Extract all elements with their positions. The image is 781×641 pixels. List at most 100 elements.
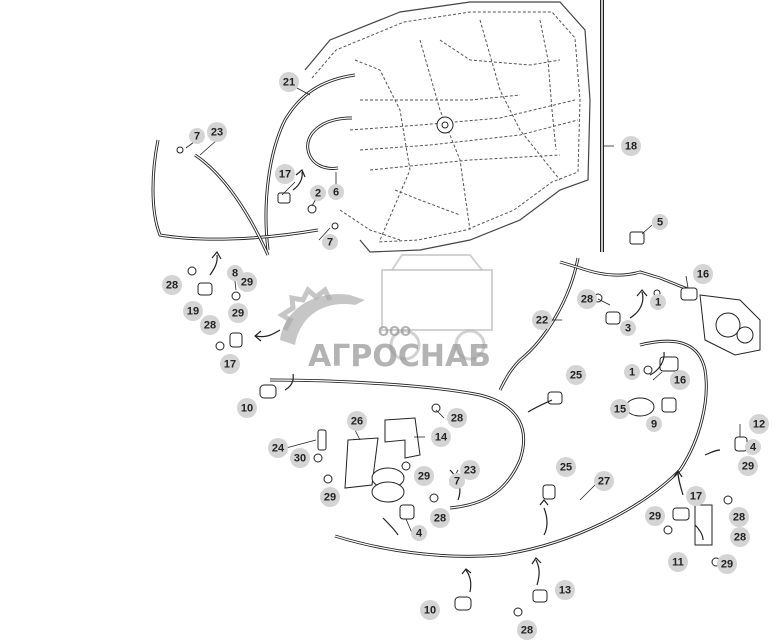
callout-30: 30 bbox=[290, 448, 310, 468]
callout-circle bbox=[577, 289, 597, 309]
callout-circle bbox=[449, 473, 465, 489]
callout-28: 28 bbox=[577, 289, 597, 309]
callout-label: 5 bbox=[657, 217, 663, 229]
callout-label: 12 bbox=[753, 419, 765, 431]
callout-circle bbox=[668, 552, 688, 572]
callout-label: 29 bbox=[324, 492, 336, 504]
callout-circle bbox=[279, 72, 299, 92]
callout-25: 25 bbox=[566, 365, 586, 385]
callout-circle bbox=[555, 580, 575, 600]
callout-label: 1 bbox=[629, 367, 635, 379]
watermark-company-form: ООО bbox=[378, 325, 411, 340]
callout-24: 24 bbox=[268, 438, 288, 458]
callout-circle bbox=[275, 164, 295, 184]
callout-circle bbox=[207, 122, 227, 142]
callout-circle bbox=[517, 620, 537, 640]
callout-label: 26 bbox=[351, 416, 363, 428]
callout-label: 16 bbox=[697, 269, 709, 281]
callout-label: 17 bbox=[279, 169, 291, 181]
callout-circle bbox=[686, 486, 706, 506]
callout-label: 13 bbox=[559, 585, 571, 597]
callout-label: 28 bbox=[733, 512, 745, 524]
callout-label: 23 bbox=[211, 127, 223, 139]
callout-18: 18 bbox=[621, 136, 641, 156]
callout-label: 10 bbox=[241, 403, 253, 415]
callout-label: 29 bbox=[649, 511, 661, 523]
callout-label: 25 bbox=[570, 370, 582, 382]
components bbox=[176, 146, 761, 617]
callout-label: 28 bbox=[734, 532, 746, 544]
callout-circle bbox=[183, 301, 203, 321]
callout-label: 4 bbox=[750, 442, 757, 454]
hose-lines bbox=[151, 73, 708, 558]
callout-label: 27 bbox=[598, 476, 610, 488]
callout-circle bbox=[749, 414, 769, 434]
callout-circle bbox=[414, 466, 434, 486]
callout-label: 28 bbox=[521, 625, 533, 637]
callout-circle bbox=[730, 527, 750, 547]
callout-circle bbox=[652, 214, 668, 230]
callout-label: 10 bbox=[424, 605, 436, 617]
callout-label: 16 bbox=[674, 375, 686, 387]
callout-circle bbox=[322, 234, 338, 250]
callout-label: 19 bbox=[187, 306, 199, 318]
callout-23: 23 bbox=[207, 122, 227, 142]
callout-label: 29 bbox=[232, 308, 244, 320]
callout-circle bbox=[670, 370, 690, 390]
callout-19: 19 bbox=[183, 301, 203, 321]
callout-2: 2 bbox=[310, 185, 326, 201]
callout-14: 14 bbox=[431, 427, 451, 447]
watermark-brand: АГРОСНАБ bbox=[308, 339, 491, 374]
callout-circle bbox=[237, 398, 257, 418]
callout-label: 29 bbox=[418, 471, 430, 483]
callout-circle bbox=[646, 416, 662, 432]
callout-label: 28 bbox=[581, 294, 593, 306]
callout-22: 22 bbox=[532, 310, 552, 330]
callout-25: 25 bbox=[556, 457, 576, 477]
callout-29: 29 bbox=[228, 303, 248, 323]
callout-circle bbox=[621, 136, 641, 156]
callout-12: 12 bbox=[749, 414, 769, 434]
callout-circle bbox=[420, 600, 440, 620]
callout-28: 28 bbox=[162, 275, 182, 295]
callout-label: 2 bbox=[315, 188, 321, 200]
callout-3: 3 bbox=[620, 320, 636, 336]
callout-28: 28 bbox=[430, 508, 450, 528]
callout-7: 7 bbox=[449, 473, 465, 489]
callout-28: 28 bbox=[517, 620, 537, 640]
callout-4: 4 bbox=[745, 439, 761, 455]
callout-circle bbox=[228, 303, 248, 323]
callout-10: 10 bbox=[237, 398, 257, 418]
callout-28: 28 bbox=[200, 315, 220, 335]
callout-label: 4 bbox=[416, 528, 423, 540]
callout-label: 3 bbox=[625, 323, 631, 335]
callout-17: 17 bbox=[220, 354, 240, 374]
callout-label: 11 bbox=[672, 557, 684, 569]
callout-26: 26 bbox=[347, 411, 367, 431]
callout-circle bbox=[200, 315, 220, 335]
callout-10: 10 bbox=[420, 600, 440, 620]
callout-circle bbox=[717, 554, 737, 574]
callout-circle bbox=[624, 364, 640, 380]
callout-circle bbox=[556, 457, 576, 477]
callout-28: 28 bbox=[729, 507, 749, 527]
callout-circle bbox=[645, 506, 665, 526]
callout-label: 9 bbox=[651, 419, 657, 431]
callout-17: 17 bbox=[275, 164, 295, 184]
callout-circle bbox=[189, 128, 205, 144]
callout-circle bbox=[290, 448, 310, 468]
callout-label: 30 bbox=[294, 453, 306, 465]
callout-label: 18 bbox=[625, 141, 637, 153]
callout-circle bbox=[162, 275, 182, 295]
callout-label: 25 bbox=[560, 462, 572, 474]
callout-29: 29 bbox=[738, 456, 758, 476]
machine-frame bbox=[304, 1, 591, 253]
callout-label: 17 bbox=[224, 359, 236, 371]
callout-29: 29 bbox=[320, 487, 340, 507]
callout-29: 29 bbox=[717, 554, 737, 574]
callout-label: 23 bbox=[464, 465, 476, 477]
callout-label: 28 bbox=[434, 513, 446, 525]
